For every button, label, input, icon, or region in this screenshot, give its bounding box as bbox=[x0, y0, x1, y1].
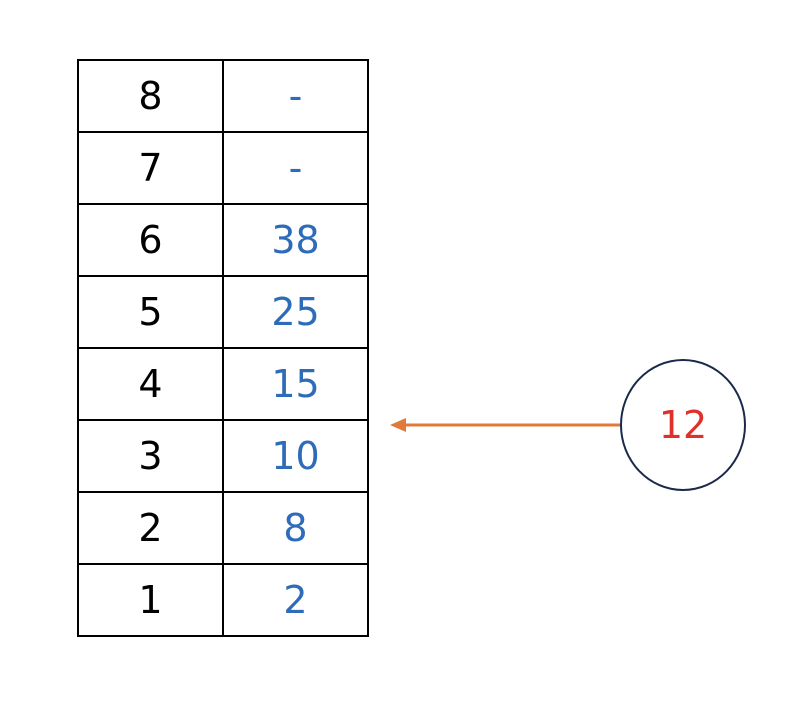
row-index-cell: 8 bbox=[77, 59, 224, 133]
table-row: 7 - bbox=[77, 131, 369, 205]
row-index-cell: 5 bbox=[77, 275, 224, 349]
table-row: 6 38 bbox=[77, 203, 369, 277]
row-index-cell: 3 bbox=[77, 419, 224, 493]
row-value-cell: 10 bbox=[222, 419, 369, 493]
search-key-node: 12 bbox=[620, 359, 746, 491]
table-row: 3 10 bbox=[77, 419, 369, 493]
row-value-cell: 8 bbox=[222, 491, 369, 565]
table-row: 5 25 bbox=[77, 275, 369, 349]
search-key-label: 12 bbox=[658, 403, 708, 447]
value-table: 8 - 7 - 6 38 5 25 4 15 3 10 2 8 1 2 bbox=[77, 59, 369, 637]
row-index-cell: 2 bbox=[77, 491, 224, 565]
table-row: 1 2 bbox=[77, 563, 369, 637]
row-index-cell: 6 bbox=[77, 203, 224, 277]
table-row: 8 - bbox=[77, 59, 369, 133]
row-value-cell: 25 bbox=[222, 275, 369, 349]
row-value-cell: 38 bbox=[222, 203, 369, 277]
row-value-cell: 15 bbox=[222, 347, 369, 421]
row-index-cell: 7 bbox=[77, 131, 224, 205]
row-index-cell: 4 bbox=[77, 347, 224, 421]
table-row: 4 15 bbox=[77, 347, 369, 421]
arrow-head-icon bbox=[390, 418, 406, 432]
row-value-cell: - bbox=[222, 131, 369, 205]
row-index-cell: 1 bbox=[77, 563, 224, 637]
row-value-cell: - bbox=[222, 59, 369, 133]
table-row: 2 8 bbox=[77, 491, 369, 565]
row-value-cell: 2 bbox=[222, 563, 369, 637]
